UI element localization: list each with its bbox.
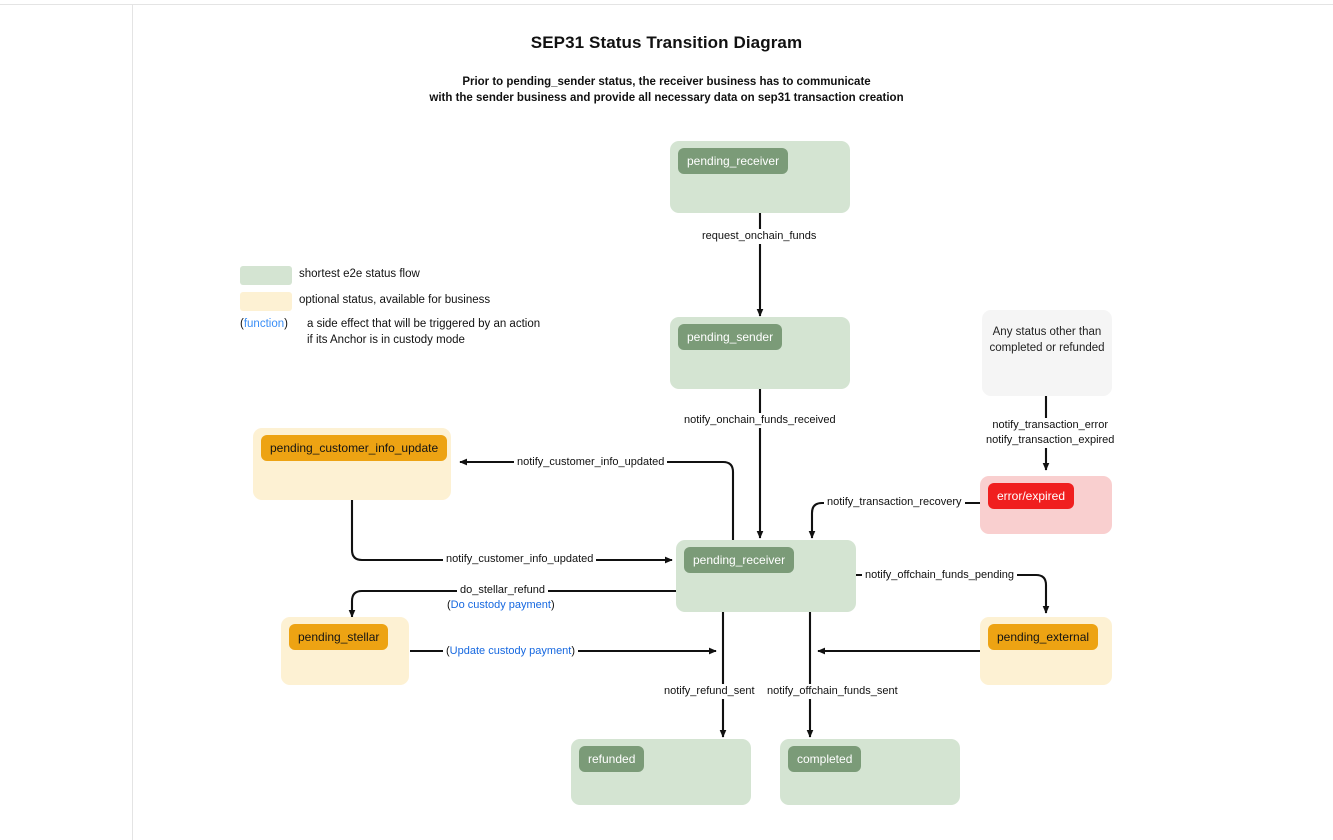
- legend-paren-open: (: [240, 318, 244, 330]
- legend-label-shortest-flow: shortest e2e status flow: [299, 268, 420, 280]
- node-pending-receiver-top[interactable]: pending_receiver: [670, 141, 850, 213]
- edge-notify-customer-info-updated-down: [350, 500, 673, 564]
- node-pending-sender[interactable]: pending_sender: [670, 317, 850, 389]
- legend-item-shortest-flow: shortest e2e status flow: [240, 264, 570, 290]
- node-pending-receiver-hub[interactable]: pending_receiver: [676, 540, 856, 612]
- edge-label-notify-offchain-funds-sent: notify_offchain_funds_sent: [764, 684, 901, 699]
- paren-close-update-custody: ): [571, 645, 576, 657]
- canvas-left-border: [132, 4, 133, 840]
- legend-swatch-cream: [240, 292, 292, 311]
- paren-open-do-custody: (: [447, 599, 451, 611]
- edge-sublabel-do-custody-payment: Do custody payment: [450, 599, 551, 611]
- paren-open-update-custody: (: [446, 645, 450, 657]
- any-status-line-1: Any status other than: [992, 326, 1102, 338]
- edge-label-notify-offchain-funds-pending: notify_offchain_funds_pending: [862, 568, 1018, 583]
- canvas-top-border: [0, 4, 1333, 5]
- legend-item-optional-status: optional status, available for business: [240, 290, 570, 316]
- node-label-completed: completed: [788, 746, 862, 772]
- edge-label-notify-transaction-error-expired: notify_transaction_error notify_transact…: [983, 418, 1118, 448]
- node-any-status[interactable]: Any status other than completed or refun…: [982, 310, 1112, 396]
- node-error-expired[interactable]: error/expired: [980, 476, 1112, 534]
- edge-label-notify-transaction-expired: notify_transaction_expired: [986, 434, 1115, 446]
- node-label-any-status: Any status other than completed or refun…: [989, 310, 1104, 356]
- subtitle-line-1: Prior to pending_sender status, the rece…: [462, 76, 871, 88]
- node-label-refunded: refunded: [579, 746, 645, 772]
- legend-paren-close: ): [284, 318, 288, 330]
- any-status-line-2: completed or refunded: [989, 342, 1105, 354]
- edge-label-notify-transaction-recovery: notify_transaction_recovery: [824, 495, 965, 510]
- edge-notify-offchain-funds-pending: [856, 573, 1050, 614]
- edge-label-do-stellar-refund: do_stellar_refund: [457, 583, 549, 598]
- node-pending-stellar[interactable]: pending_stellar: [281, 617, 409, 685]
- legend-item-function-note: (function) a side effect that will be tr…: [240, 316, 570, 350]
- edge-label-request-onchain-funds: request_onchain_funds: [699, 229, 820, 244]
- legend-function-line-2: if its Anchor is in custody mode: [307, 334, 465, 346]
- legend: shortest e2e status flow optional status…: [240, 264, 570, 350]
- node-label-pending-customer-info-update: pending_customer_info_update: [261, 435, 448, 461]
- node-completed[interactable]: completed: [780, 739, 960, 805]
- edge-do-stellar-refund: [348, 589, 856, 618]
- edge-label-notify-transaction-error: notify_transaction_error: [992, 419, 1108, 431]
- edge-label-do-custody-payment: (Do custody payment): [444, 598, 558, 613]
- paren-close-do-custody: ): [550, 599, 555, 611]
- legend-function-keyword: function: [243, 318, 285, 330]
- node-label-pending-receiver-top: pending_receiver: [678, 148, 789, 174]
- node-label-pending-stellar: pending_stellar: [289, 624, 389, 650]
- edge-label-notify-refund-sent: notify_refund_sent: [661, 684, 758, 699]
- edge-label-notify-customer-info-updated-up: notify_customer_info_updated: [514, 455, 668, 470]
- legend-function-line-1: a side effect that will be triggered by …: [307, 318, 541, 330]
- node-label-pending-sender: pending_sender: [678, 324, 783, 350]
- edge-label-notify-customer-info-updated-down: notify_customer_info_updated: [443, 552, 597, 567]
- edge-notify-transaction-recovery: [808, 501, 980, 539]
- legend-function-description: a side effect that will be triggered by …: [307, 316, 540, 348]
- legend-swatch-green: [240, 266, 292, 285]
- node-label-pending-receiver-hub: pending_receiver: [684, 547, 795, 573]
- subtitle-line-2: with the sender business and provide all…: [429, 92, 904, 104]
- node-label-pending-external: pending_external: [988, 624, 1099, 650]
- page-title: SEP31 Status Transition Diagram: [530, 33, 803, 52]
- legend-function-token: (function): [240, 318, 288, 330]
- page-subtitle: Prior to pending_sender status, the rece…: [0, 74, 1333, 106]
- edge-notify-customer-info-updated-up: [459, 458, 735, 540]
- edge-label-notify-onchain-funds-received: notify_onchain_funds_received: [681, 413, 839, 428]
- legend-label-optional-status: optional status, available for business: [299, 294, 491, 306]
- edge-label-update-custody-payment: (Update custody payment): [443, 644, 579, 659]
- node-pending-customer-info-update[interactable]: pending_customer_info_update: [253, 428, 451, 500]
- node-refunded[interactable]: refunded: [571, 739, 751, 805]
- edge-sublabel-update-custody-payment: Update custody payment: [449, 645, 572, 657]
- node-pending-external[interactable]: pending_external: [980, 617, 1112, 685]
- node-label-error-expired: error/expired: [988, 483, 1075, 509]
